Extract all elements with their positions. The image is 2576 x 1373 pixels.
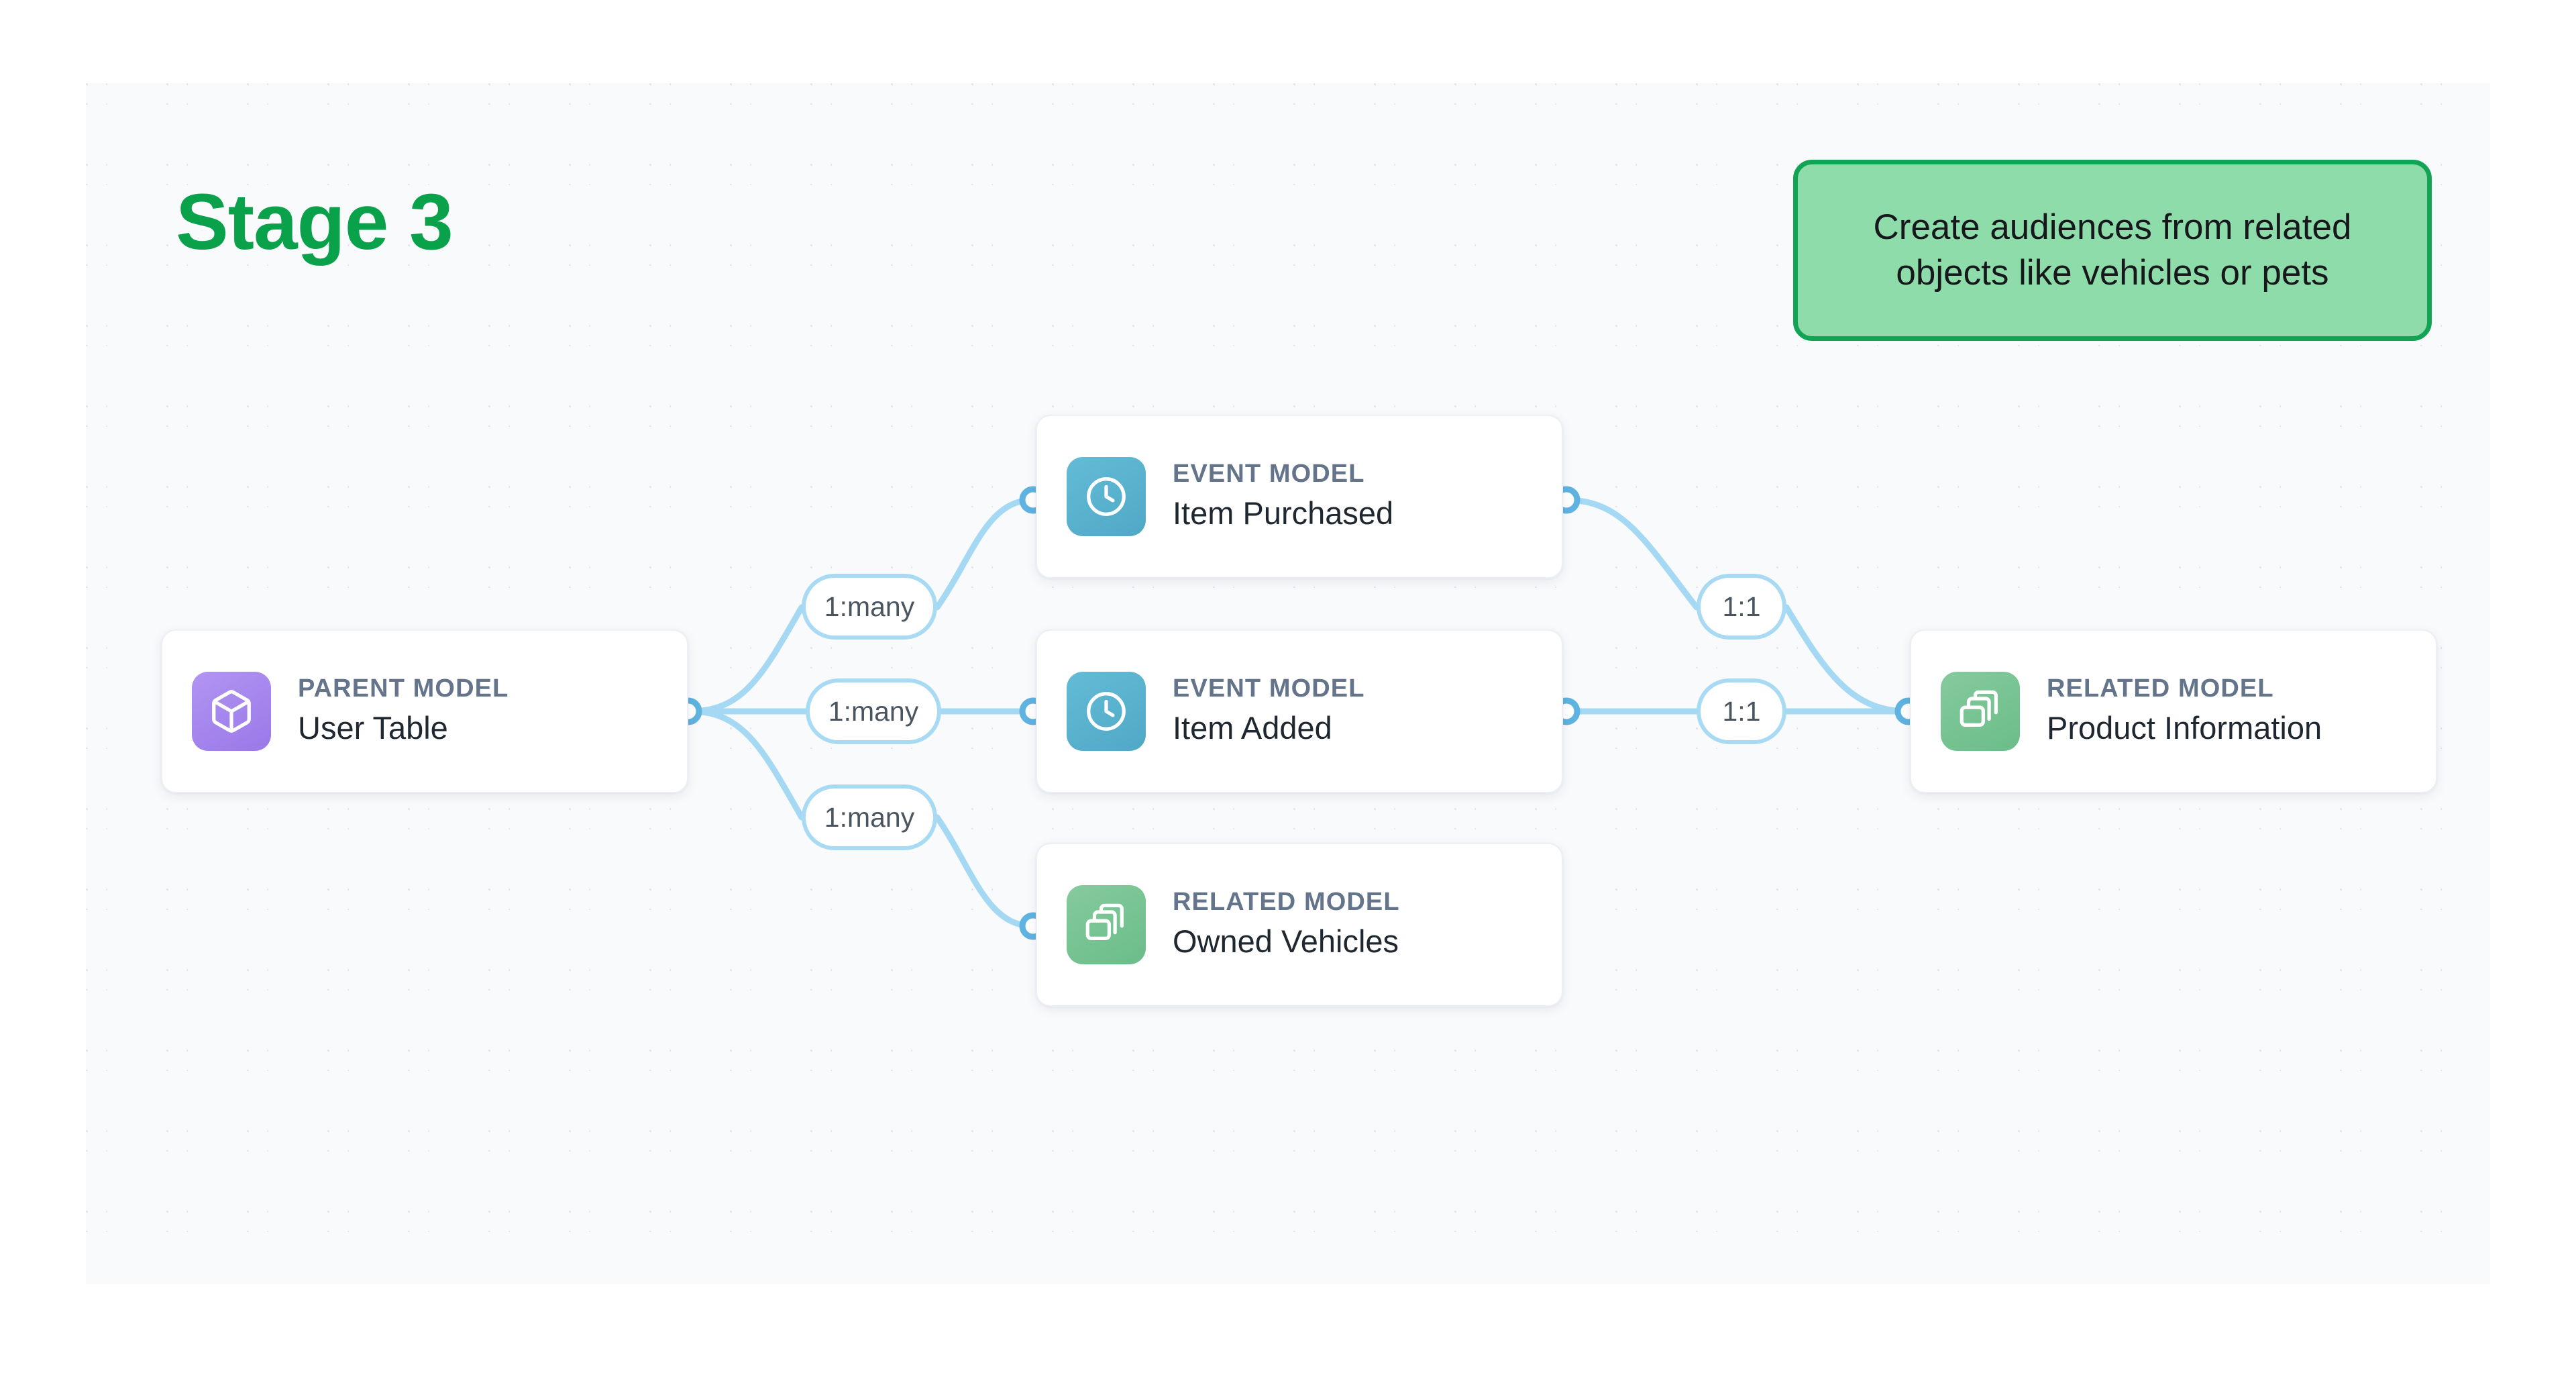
relationship-pill-parent-related-1[interactable]: 1:many bbox=[802, 784, 937, 850]
cube-icon bbox=[192, 672, 271, 751]
node-title: Product Information bbox=[2047, 710, 2322, 746]
node-text-related-1: RELATED MODEL Owned Vehicles bbox=[1173, 888, 1400, 962]
relationship-pill-parent-event-1[interactable]: 1:many bbox=[802, 574, 937, 640]
node-title: Item Added bbox=[1173, 710, 1332, 746]
relationship-pill-event-2-product[interactable]: 1:1 bbox=[1697, 678, 1786, 744]
node-title: User Table bbox=[298, 710, 448, 746]
callout-box: Create audiences from related objects li… bbox=[1793, 160, 2432, 341]
callout-text: Create audiences from related objects li… bbox=[1873, 207, 2352, 293]
node-card-parent-model[interactable]: PARENT MODEL User Table bbox=[161, 629, 688, 793]
node-text-parent: PARENT MODEL User Table bbox=[298, 674, 508, 748]
node-title: Item Purchased bbox=[1173, 495, 1394, 531]
node-card-related-product-information[interactable]: RELATED MODEL Product Information bbox=[1910, 629, 2437, 793]
clock-icon bbox=[1067, 457, 1146, 536]
relationship-pill-parent-event-2[interactable]: 1:many bbox=[806, 678, 941, 744]
node-card-event-item-purchased[interactable]: EVENT MODEL Item Purchased bbox=[1036, 415, 1563, 578]
node-kicker: EVENT MODEL bbox=[1173, 459, 1365, 488]
stacked-layers-icon bbox=[1067, 885, 1146, 964]
clock-icon bbox=[1067, 672, 1146, 751]
page-title: Stage 3 bbox=[176, 178, 453, 266]
node-card-event-item-added[interactable]: EVENT MODEL Item Added bbox=[1036, 629, 1563, 793]
node-text-event-1: EVENT MODEL Item Purchased bbox=[1173, 460, 1393, 533]
node-title: Owned Vehicles bbox=[1173, 923, 1399, 960]
node-text-product: RELATED MODEL Product Information bbox=[2047, 674, 2322, 748]
node-card-related-owned-vehicles[interactable]: RELATED MODEL Owned Vehicles bbox=[1036, 843, 1563, 1007]
node-kicker: RELATED MODEL bbox=[2047, 674, 2274, 703]
node-text-event-2: EVENT MODEL Item Added bbox=[1173, 674, 1365, 748]
stacked-layers-icon bbox=[1941, 672, 2020, 751]
relationship-pill-event-1-product[interactable]: 1:1 bbox=[1697, 574, 1786, 640]
node-kicker: PARENT MODEL bbox=[298, 674, 509, 703]
node-kicker: RELATED MODEL bbox=[1173, 887, 1400, 916]
node-kicker: EVENT MODEL bbox=[1173, 674, 1365, 703]
